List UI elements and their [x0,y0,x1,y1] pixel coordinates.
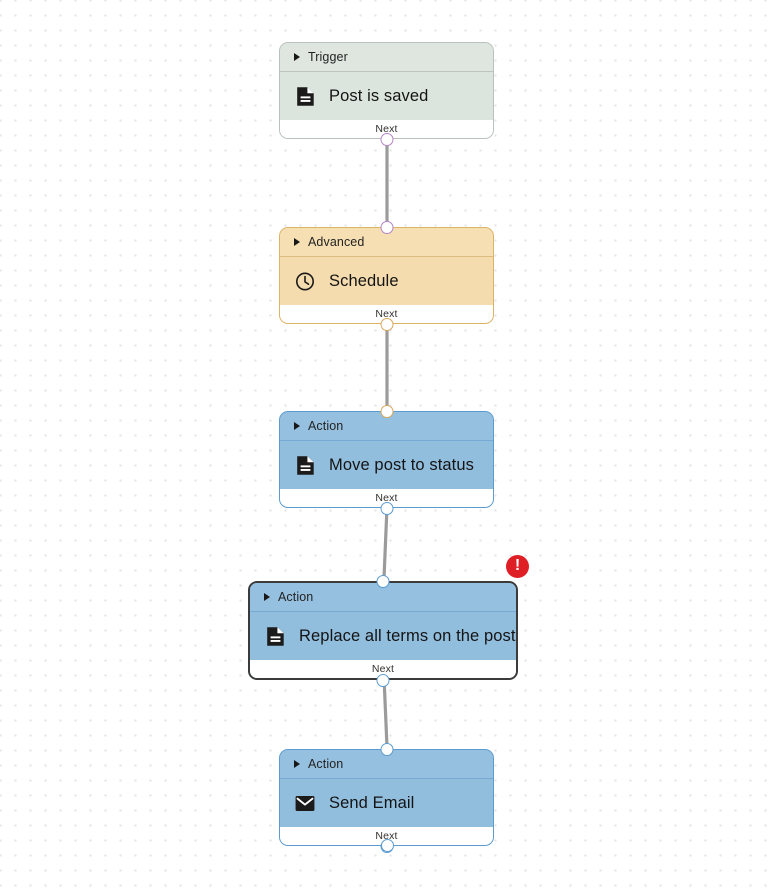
connector-line[interactable] [382,675,389,749]
node-type-label: Action [308,757,344,771]
node-next-footer[interactable]: Next [280,489,493,507]
node-title: Schedule [329,271,399,290]
node-body[interactable]: Schedule [280,257,493,305]
node-next-footer[interactable]: Next [280,827,493,845]
connector-line[interactable] [382,505,389,580]
node-title: Post is saved [329,86,429,105]
node-body[interactable]: Replace all terms on the post [250,612,516,660]
node-title: Replace all terms on the post [299,626,516,645]
document-icon [265,626,285,646]
node-body[interactable]: Send Email [280,779,493,827]
document-icon [295,455,315,475]
document-icon [295,86,315,106]
node-body[interactable]: Post is saved [280,72,493,120]
node-next-footer[interactable]: Next [250,660,516,678]
node-output-port[interactable] [380,501,393,515]
node-header[interactable]: Trigger [280,43,493,72]
node-input-port[interactable] [380,220,393,234]
node-output-port[interactable] [380,132,393,146]
node-output-port[interactable] [376,673,390,687]
node-input-port[interactable] [376,574,390,588]
disclosure-triangle-icon[interactable] [294,53,300,61]
disclosure-triangle-icon[interactable] [294,238,300,246]
node-title: Send Email [329,793,415,812]
node-type-label: Action [278,590,314,604]
envelope-icon [295,793,315,813]
node-body[interactable]: Move post to status [280,441,493,489]
node-next-footer[interactable]: Next [280,305,493,323]
node-type-label: Advanced [308,235,365,249]
node-output-port[interactable] [380,317,393,331]
node-type-label: Action [308,419,344,433]
clock-icon [295,271,315,291]
workflow-terminal-port[interactable] [380,838,394,852]
disclosure-triangle-icon[interactable] [294,422,300,430]
node-input-port[interactable] [380,404,393,418]
node-header[interactable]: Action [250,583,516,612]
node-title: Move post to status [329,455,474,474]
error-exclamation-icon[interactable]: ! [506,555,529,578]
disclosure-triangle-icon[interactable] [264,593,270,601]
disclosure-triangle-icon[interactable] [294,760,300,768]
node-input-port[interactable] [380,742,393,756]
node-next-footer[interactable]: Next [280,120,493,138]
node-type-label: Trigger [308,50,348,64]
error-badge-glyph: ! [514,557,521,574]
